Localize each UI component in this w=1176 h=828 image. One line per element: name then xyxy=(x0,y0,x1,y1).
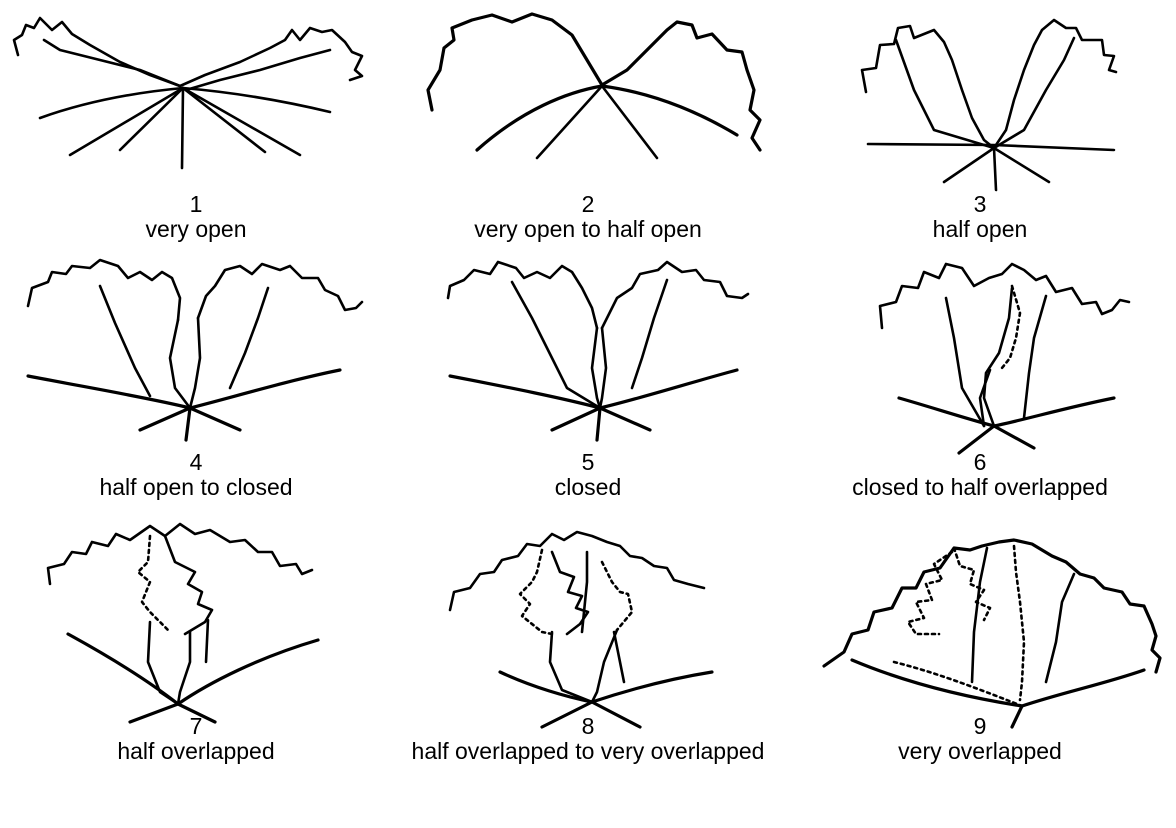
sinus-shape-very-overlapped-drawing xyxy=(784,522,1176,722)
figure-number: 5 xyxy=(392,450,784,475)
figure-4: 4 half open to closed xyxy=(0,258,392,534)
sinus-shape-very-open-drawing xyxy=(0,0,392,200)
figure-number: 1 xyxy=(0,192,392,217)
sinus-shape-closed-to-half-overlapped-drawing xyxy=(784,258,1176,458)
sinus-shape-half-open-drawing xyxy=(784,0,1176,200)
figure-number: 6 xyxy=(784,450,1176,475)
figure-number: 2 xyxy=(392,192,784,217)
figure-number: 7 xyxy=(0,714,392,739)
figure-2: 2 very open to half open xyxy=(392,0,784,276)
figure-label: very overlapped xyxy=(784,739,1176,764)
sinus-shape-half-overlapped-to-very-overlapped-drawing xyxy=(392,522,784,722)
figure-1: 1 very open xyxy=(0,0,392,276)
figure-9: 9 very overlapped xyxy=(784,522,1176,798)
figure-label: half overlapped to very overlapped xyxy=(392,739,784,764)
figure-3: 3 half open xyxy=(784,0,1176,276)
figure-number: 3 xyxy=(784,192,1176,217)
figure-5: 5 closed xyxy=(392,258,784,534)
figure-label: very open xyxy=(0,217,392,242)
figure-6: 6 closed to half overlapped xyxy=(784,258,1176,534)
figure-label: half overlapped xyxy=(0,739,392,764)
figure-7: 7 half overlapped xyxy=(0,522,392,798)
figure-number: 9 xyxy=(784,714,1176,739)
figure-label: half open xyxy=(784,217,1176,242)
figure-label: half open to closed xyxy=(0,475,392,500)
sinus-shape-half-open-to-closed-drawing xyxy=(0,258,392,458)
sinus-shape-very-open-to-half-open-drawing xyxy=(392,0,784,200)
figure-label: closed to half overlapped xyxy=(784,475,1176,500)
figure-number: 4 xyxy=(0,450,392,475)
figure-8: 8 half overlapped to very overlapped xyxy=(392,522,784,798)
sinus-shape-closed-drawing xyxy=(392,258,784,458)
figure-label: closed xyxy=(392,475,784,500)
figure-label: very open to half open xyxy=(392,217,784,242)
figure-number: 8 xyxy=(392,714,784,739)
sinus-shape-half-overlapped-drawing xyxy=(0,522,392,722)
